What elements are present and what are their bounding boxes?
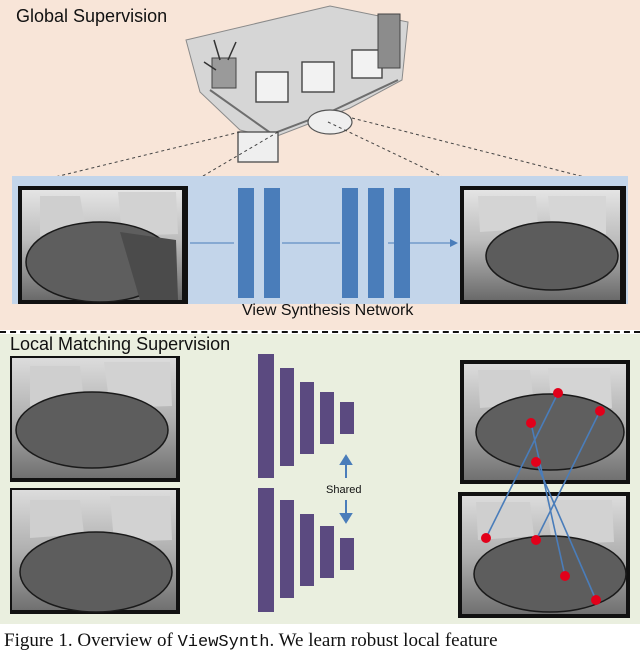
view-synthesis-blocks — [238, 188, 410, 298]
section-divider — [0, 331, 640, 333]
camera-projection-lines — [17, 117, 621, 187]
keypoints — [481, 388, 605, 605]
match-image-bottom — [458, 492, 630, 618]
encoder-bottom — [258, 488, 354, 612]
caption-code: ViewSynth — [177, 633, 270, 652]
double-arrow-icon — [339, 454, 353, 524]
encoder-top — [258, 354, 354, 478]
local-image-bottom — [10, 488, 180, 614]
caption-prefix: Figure 1. Overview of — [4, 630, 178, 651]
local-matching-title: Local Matching Supervision — [10, 334, 231, 354]
synthesized-depth-image — [460, 186, 626, 304]
figure-caption: Figure 1. Overview of ViewSynth. We lear… — [4, 630, 640, 656]
local-image-top — [10, 356, 180, 482]
shared-weights-label: Shared — [326, 484, 362, 496]
view-synthesis-network-label: View Synthesis Network — [242, 302, 414, 319]
match-image-top — [460, 360, 630, 484]
correspondence-lines — [485, 392, 601, 601]
3d-room-mesh-icon — [185, 5, 409, 163]
global-supervision-title: Global Supervision — [16, 6, 168, 26]
caption-suffix: . We learn robust local feature — [269, 630, 498, 651]
source-depth-image — [18, 186, 188, 304]
